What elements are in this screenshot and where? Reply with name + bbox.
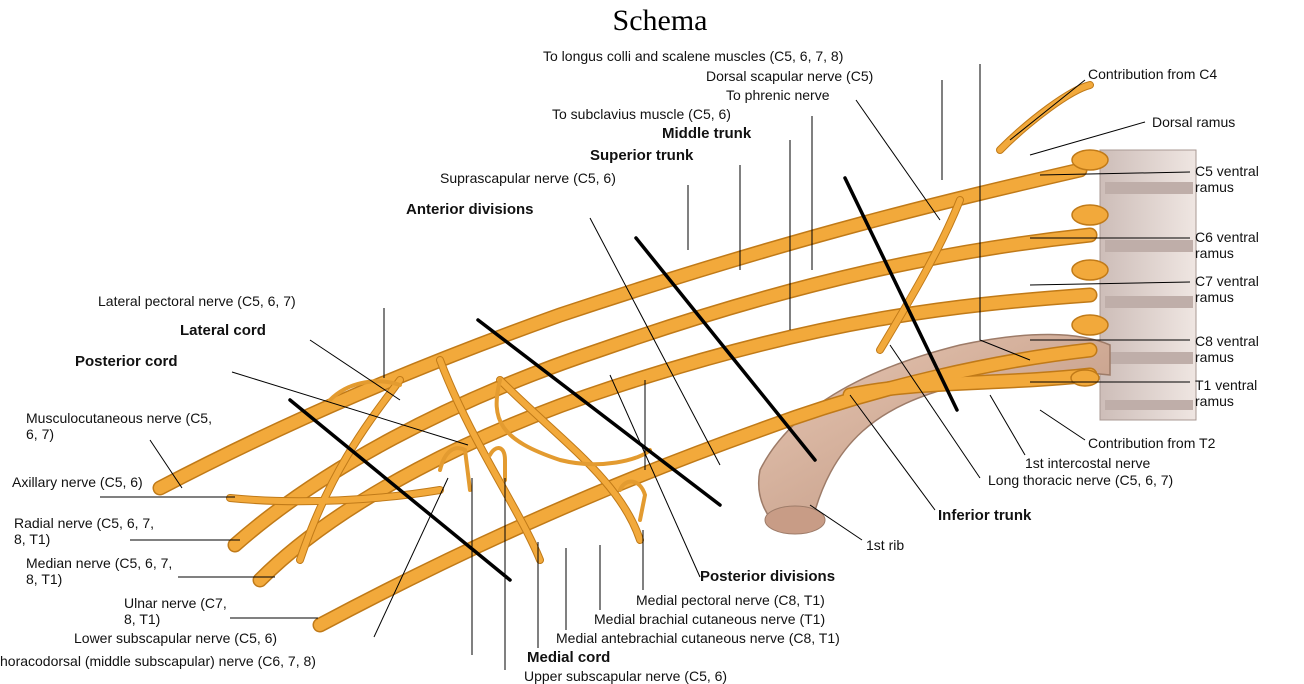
label-medial-cord: Medial cord [527,650,610,666]
label-middle-trunk: Middle trunk [662,126,751,142]
label-axillary: Axillary nerve (C5, 6) [12,474,152,490]
label-ulnar: Ulnar nerve (C7, 8, T1) [124,595,234,627]
label-c8-ventral: C8 ventral ramus [1195,333,1295,365]
page-title: Schema [560,4,760,38]
label-t1-ventral: T1 ventral ramus [1195,377,1295,409]
label-upper-subscapular: Upper subscapular nerve (C5, 6) [524,668,727,684]
label-posterior-divisions: Posterior divisions [700,569,835,585]
label-lower-subscapular: Lower subscapular nerve (C5, 6) [74,630,277,646]
label-contribution-t2: Contribution from T2 [1088,435,1215,451]
label-lateral-pectoral: Lateral pectoral nerve (C5, 6, 7) [98,293,296,309]
label-to-subclavius: To subclavius muscle (C5, 6) [552,106,731,122]
label-musculocutaneous: Musculocutaneous nerve (C5, 6, 7) [26,410,226,442]
label-intercostal: 1st intercostal nerve [1025,455,1150,471]
label-radial: Radial nerve (C5, 6, 7, 8, T1) [14,515,164,547]
label-posterior-cord: Posterior cord [75,354,178,370]
label-inferior-trunk: Inferior trunk [938,508,1031,524]
label-contribution-c4: Contribution from C4 [1088,66,1217,82]
label-superior-trunk: Superior trunk [590,148,693,164]
label-to-phrenic: To phrenic nerve [726,87,830,103]
label-dorsal-scapular: Dorsal scapular nerve (C5) [706,68,873,84]
label-c5-ventral: C5 ventral ramus [1195,163,1295,195]
label-longus-colli: To longus colli and scalene muscles (C5,… [543,48,843,64]
label-lateral-cord: Lateral cord [180,323,266,339]
label-thoracodorsal: horacodorsal (middle subscapular) nerve … [0,653,316,669]
label-first-rib: 1st rib [866,537,904,553]
label-suprascapular: Suprascapular nerve (C5, 6) [440,170,616,186]
label-long-thoracic: Long thoracic nerve (C5, 6, 7) [988,472,1173,488]
label-anterior-divisions: Anterior divisions [406,202,534,218]
label-median: Median nerve (C5, 6, 7, 8, T1) [26,555,186,587]
label-dorsal-ramus: Dorsal ramus [1152,114,1235,130]
label-medial-antebrachial: Medial antebrachial cutaneous nerve (C8,… [556,630,840,646]
label-c6-ventral: C6 ventral ramus [1195,229,1295,261]
label-c7-ventral: C7 ventral ramus [1195,273,1295,305]
label-medial-pectoral: Medial pectoral nerve (C8, T1) [636,592,825,608]
vertebral-column [1100,150,1196,420]
label-medial-brachial: Medial brachial cutaneous nerve (T1) [594,611,825,627]
